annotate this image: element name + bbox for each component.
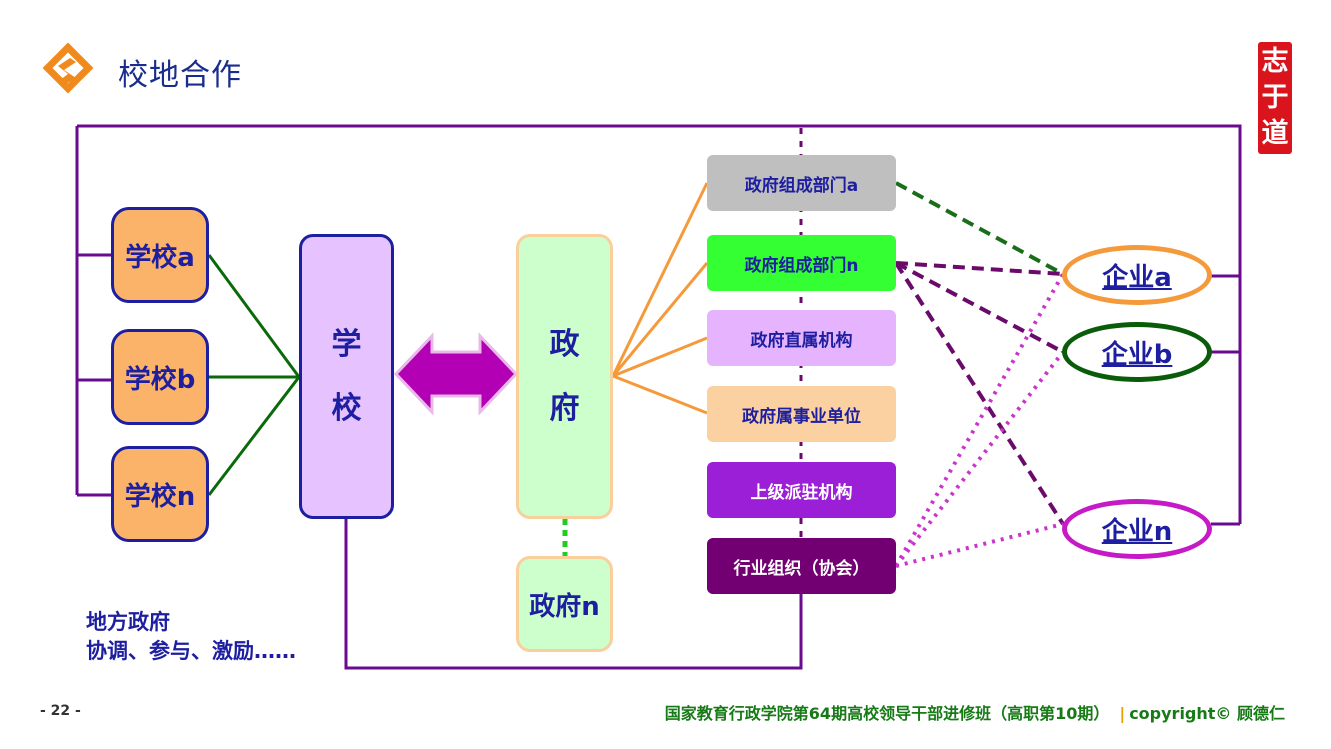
dept-box-5: 上级派驻机构	[707, 462, 896, 518]
dot-assoc-ent-n	[895, 522, 1064, 568]
footer-copyright: copyright© 顾德仁	[1129, 704, 1285, 723]
dash-dept-n-ent-a	[895, 261, 1064, 276]
enterprise-a-ellipse: 企业a	[1062, 245, 1212, 305]
dot-assoc-ent-a	[894, 273, 1065, 567]
dept-label-4: 政府属事业单位	[742, 406, 861, 427]
logo-icon	[42, 42, 94, 94]
local-government-note: 地方政府 协调、参与、激励……	[86, 608, 296, 666]
dash-dept-n-ent-n	[894, 261, 1065, 526]
dash-dept-n-ent-b	[895, 261, 1064, 354]
link-dept-3	[612, 336, 708, 378]
seal-stamp: 志 于 道	[1258, 42, 1292, 154]
enterprise-b-label: 企业b	[1101, 339, 1173, 370]
bottom-loop-line	[344, 519, 803, 670]
school-main-char: 学	[331, 326, 362, 362]
frame-line	[77, 124, 1242, 524]
note-line-1: 地方政府	[86, 610, 170, 634]
footer-separator: |	[1119, 704, 1126, 723]
enterprise-a-label: 企业a	[1102, 262, 1172, 293]
link-dept-4	[612, 374, 708, 415]
school-n-box: 学校n	[111, 446, 209, 542]
footer-course: 国家教育行政学院第64期高校领导干部进修班（高职第10期）	[664, 704, 1110, 723]
government-box: 政 府	[516, 234, 613, 519]
seal-char: 志	[1261, 46, 1289, 77]
school-main-char: 校	[331, 390, 362, 426]
dept-box-2: 政府组成部门n	[707, 235, 896, 291]
dept-box-4: 政府属事业单位	[707, 386, 896, 442]
dept-label-3: 政府直属机构	[750, 330, 853, 351]
school-a-box: 学校a	[111, 207, 209, 303]
dept-box-1: 政府组成部门a	[707, 155, 896, 211]
dept-box-3: 政府直属机构	[707, 310, 896, 366]
seal-char: 道	[1261, 118, 1289, 149]
government-n-box: 政府n	[516, 556, 613, 652]
government-char: 政	[549, 326, 580, 362]
dept-box-6: 行业组织（协会）	[707, 538, 896, 594]
page-number: - 22 -	[40, 703, 81, 719]
dept-label-6: 行业组织（协会）	[733, 558, 870, 579]
link-dept-2	[611, 262, 709, 377]
school-a-label: 学校a	[125, 242, 195, 273]
school-b-label: 学校b	[124, 364, 196, 395]
dash-dept-a-ent-a	[895, 181, 1064, 276]
dept-label-1: 政府组成部门a	[744, 175, 859, 196]
link-dept-1	[611, 182, 709, 377]
enterprise-b-ellipse: 企业b	[1062, 322, 1212, 382]
double-arrow	[393, 332, 519, 416]
government-n-label: 政府n	[529, 591, 600, 622]
page-title: 校地合作	[118, 58, 242, 93]
link-school-a	[207, 254, 301, 378]
enterprise-n-ellipse: 企业n	[1062, 499, 1212, 559]
footer: 国家教育行政学院第64期高校领导干部进修班（高职第10期） |copyright©…	[665, 700, 1285, 724]
school-n-label: 学校n	[124, 481, 196, 512]
dot-assoc-ent-b	[894, 350, 1065, 568]
seal-char: 于	[1261, 82, 1289, 113]
school-main-box: 学 校	[299, 234, 394, 519]
enterprise-n-label: 企业n	[1101, 516, 1173, 547]
link-school-n	[207, 376, 301, 496]
government-char: 府	[549, 390, 580, 426]
dept-label-5: 上级派驻机构	[750, 482, 853, 503]
note-line-2: 协调、参与、激励……	[86, 639, 296, 663]
school-b-box: 学校b	[111, 329, 209, 425]
dept-label-2: 政府组成部门n	[744, 255, 859, 276]
